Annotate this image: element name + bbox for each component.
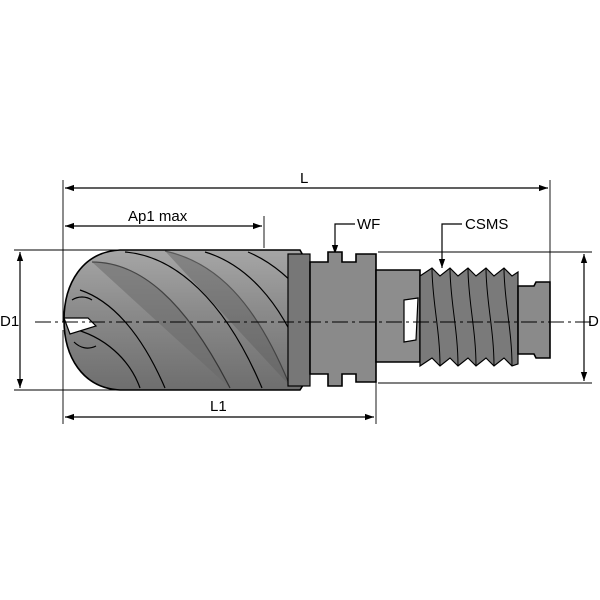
label-ap1: Ap1 max bbox=[128, 208, 188, 225]
dimension-lines bbox=[16, 184, 588, 421]
shank-slot bbox=[403, 297, 419, 343]
wf-leader bbox=[331, 223, 355, 254]
label-D1: D1 bbox=[0, 313, 19, 330]
pilot bbox=[517, 281, 551, 359]
label-csms: CSMS bbox=[465, 216, 508, 233]
label-D: D bbox=[588, 313, 599, 330]
flutes bbox=[69, 250, 309, 389]
label-L: L bbox=[300, 170, 308, 187]
ring bbox=[287, 253, 311, 387]
threads bbox=[419, 267, 519, 368]
neck bbox=[309, 251, 377, 387]
label-L1: L1 bbox=[210, 398, 227, 415]
dimension-labels: L Ap1 max WF CSMS D1 D L1 bbox=[0, 170, 599, 415]
tool bbox=[63, 249, 551, 391]
csms-leader bbox=[438, 223, 462, 268]
label-wf: WF bbox=[357, 216, 380, 233]
thread-flanks bbox=[431, 267, 513, 367]
